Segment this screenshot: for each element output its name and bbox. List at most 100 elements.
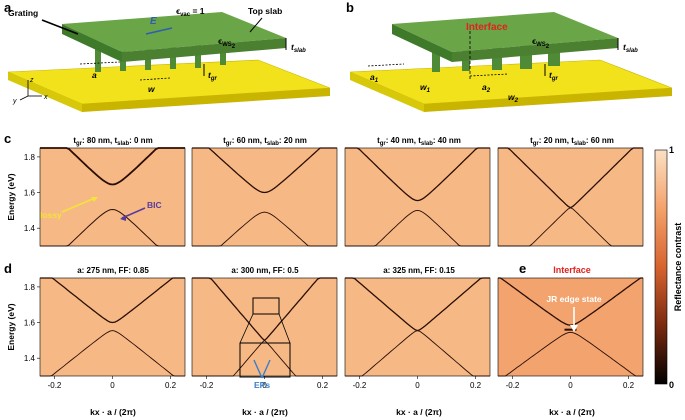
plot-frame-0-2 <box>344 147 491 247</box>
panel-letter-e: e <box>519 261 526 276</box>
plot-frame-0-0 <box>39 147 186 247</box>
band-lower-1-0 <box>40 330 185 377</box>
y-axis-title-c: Energy (eV) <box>6 173 16 220</box>
xtick-label: 0 <box>415 381 420 390</box>
title-d1: a: 275 nm, FF: 0.85 <box>77 266 149 275</box>
panel-b-schematic: b Interface ϵWS2 tslab tgr a1 w1 a2 w2 <box>346 0 673 112</box>
title-c4: tgr: 20 nm, tslab: 60 nm <box>530 136 614 147</box>
xtick-label: 0.2 <box>623 381 635 390</box>
colorbar-max: 1 <box>669 145 674 155</box>
colorbar-gradient <box>654 149 668 385</box>
panel-letter-d: d <box>4 261 12 276</box>
period-arrow-a <box>79 61 121 65</box>
period-arrow-a2 <box>469 73 509 77</box>
width-w: w <box>148 84 156 94</box>
t-slab-b: tslab <box>623 42 638 54</box>
xtick-label: 0 <box>568 381 573 390</box>
band-lower-1-2 <box>345 330 490 377</box>
top-slab-a <box>62 12 286 52</box>
lossy-arrow <box>61 197 96 213</box>
width-w2: w2 <box>508 92 519 104</box>
width-arrow-w <box>139 77 171 81</box>
lossy-label: lossy <box>40 210 62 220</box>
title-e: Interface <box>553 265 591 275</box>
xtick-label: 0.2 <box>470 381 482 390</box>
colorbar-title: Reflectance contrast <box>673 223 683 312</box>
xtick-label: -0.2 <box>353 381 367 390</box>
e-field-arrow <box>145 27 173 35</box>
xtick-label: -0.2 <box>200 381 214 390</box>
e-field-label: E <box>150 16 157 27</box>
band-lower-0-2 <box>345 209 490 247</box>
substrate-a-side <box>82 88 330 112</box>
title-c2: tgr: 60 nm, tslab: 20 nm <box>223 136 307 147</box>
plot-frame-0-1 <box>191 147 338 247</box>
plot-frame-1-2 <box>344 277 491 377</box>
axis-z-label: z <box>29 77 34 84</box>
title-d2: a: 300 nm, FF: 0.5 <box>231 266 299 275</box>
band-upper-0-1 <box>192 147 337 194</box>
ytick-label: 1.8 <box>24 283 36 292</box>
band-lower-0-0 <box>40 208 185 247</box>
ytick-label: 1.6 <box>24 189 36 198</box>
grating-pointer <box>41 19 79 35</box>
t-gr-b: tgr <box>549 70 559 82</box>
ytick-label: 1.4 <box>24 224 36 233</box>
band-upper-1-0 <box>40 277 185 324</box>
xtick-label: 0 <box>110 381 115 390</box>
colorbar-min: 0 <box>669 380 674 390</box>
x-axis-title-4: kx · a / (2π) <box>549 407 595 417</box>
panel-letter-a: a <box>4 0 12 15</box>
t-gr-a: tgr <box>208 70 218 82</box>
title-d3: a: 325 nm, FF: 0.15 <box>383 266 455 275</box>
ytick-label: 1.6 <box>24 319 36 328</box>
plot-frame-1-0 <box>39 277 186 377</box>
period-arrow-a1 <box>367 63 405 67</box>
panel-letter-b: b <box>346 0 354 15</box>
plot-frame-0-3 <box>497 147 644 247</box>
period-a: a <box>92 70 97 80</box>
eps-label: EPs <box>254 380 270 390</box>
xtick-label: 0 <box>262 381 267 390</box>
period-a1: a1 <box>370 72 379 84</box>
eps-ws2-b: ϵWS2 <box>532 36 550 50</box>
band-upper-0-0 <box>40 147 185 186</box>
top-slab-b <box>392 12 618 52</box>
ytick-label: 1.8 <box>24 153 36 162</box>
period-a2: a2 <box>482 82 491 94</box>
colorbar: 1 0 Reflectance contrast <box>654 145 683 390</box>
xtick-label: -0.2 <box>506 381 520 390</box>
top-slab-pointer <box>249 17 263 33</box>
band-lower-1-3 <box>498 331 643 377</box>
xtick-label: 0.2 <box>165 381 177 390</box>
eps-vac: ϵvac = 1 <box>176 6 205 18</box>
x-axis-title-2: kx · a / (2π) <box>242 407 288 417</box>
band-lower-0-1 <box>192 211 337 247</box>
xtick-label: -0.2 <box>48 381 62 390</box>
ep-inset: EPs <box>239 297 291 390</box>
xtick-label: 0.2 <box>317 381 329 390</box>
width-w1: w1 <box>420 82 431 94</box>
t-slab-a: tslab <box>291 42 306 54</box>
panel-a-schematic: a Grating E ϵvac = 1 Top slab ϵWS2 tslab… <box>4 0 331 112</box>
x-axis-title-1: kx · a / (2π) <box>90 407 136 417</box>
title-c3: tgr: 40 nm, tslab: 40 nm <box>377 136 461 147</box>
bic-label: BIC <box>147 200 162 210</box>
jr-edge-label: JR edge state <box>546 294 602 304</box>
axes-triad <box>19 80 42 101</box>
title-c1: tgr: 80 nm, tslab: 0 nm <box>73 136 152 147</box>
axis-x-label: x <box>43 94 48 101</box>
grating-label: Grating <box>8 8 38 18</box>
plot-frame-1-1 <box>191 277 338 377</box>
top-slab-label: Top slab <box>248 6 282 16</box>
panel-letter-c: c <box>4 131 11 146</box>
band-lower-1-1 <box>192 339 337 377</box>
ytick-label: 1.4 <box>24 354 36 363</box>
row-c-titles: tgr: 80 nm, tslab: 0 nm tgr: 60 nm, tsla… <box>73 136 614 147</box>
x-axis-title-3: kx · a / (2π) <box>396 407 442 417</box>
interface-label-b: Interface <box>466 22 508 33</box>
y-axis-title-d: Energy (eV) <box>6 303 16 350</box>
band-lower-0-3 <box>498 207 643 247</box>
eps-ws2-a: ϵWS2 <box>218 36 236 50</box>
